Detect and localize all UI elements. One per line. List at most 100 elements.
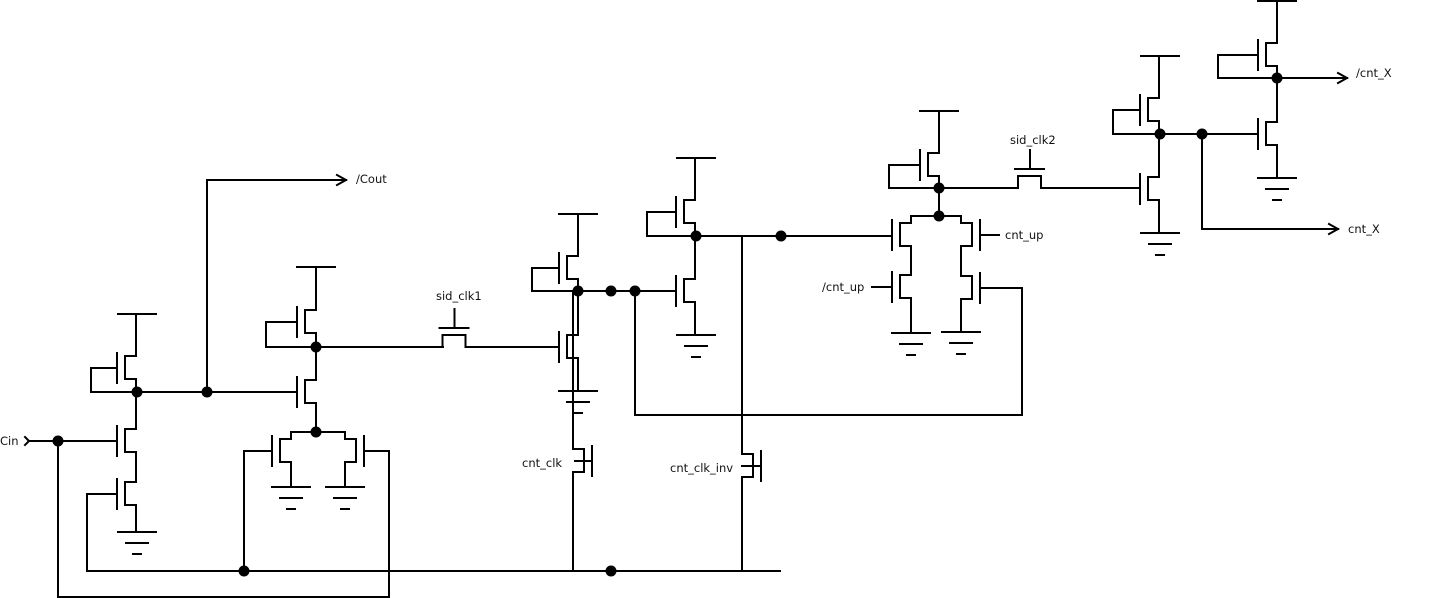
channel: [741, 235, 754, 572]
junction-dot: [131, 386, 143, 398]
ground-icon: [676, 334, 716, 358]
junction-dot: [933, 182, 945, 194]
channel: [572, 290, 585, 572]
pass-transistor: [438, 308, 470, 348]
junction-dot: [1154, 128, 1166, 140]
label-cnt-x-n: /cnt_X: [1356, 66, 1392, 80]
transistor-stage4: [675, 235, 696, 336]
cout-wire: [206, 179, 347, 393]
channel: [1265, 77, 1278, 179]
label-sid-clk1: sid_clk1: [436, 289, 482, 303]
channel: [124, 391, 137, 468]
channel: [566, 290, 579, 392]
label-cnt-clk-inv: cnt_clk_inv: [670, 461, 733, 475]
devices: [116, 0, 1297, 572]
ground-icon: [1140, 232, 1180, 256]
junction-dot: [310, 426, 322, 438]
channel: [279, 431, 292, 488]
channel: [1017, 175, 1042, 189]
label-sid-clk2: sid_clk2: [1010, 133, 1056, 147]
load-transistor-1: [116, 313, 137, 393]
transistor-cin: [116, 391, 137, 468]
channel: [344, 431, 357, 488]
transistor-parallel-left: [271, 431, 292, 488]
channel: [683, 235, 696, 336]
channel: [927, 110, 940, 189]
ground-icon: [558, 390, 598, 414]
transistor-stage2: [296, 346, 317, 433]
load-transistor-2: [296, 266, 317, 348]
channel: [304, 266, 317, 348]
channel: [566, 213, 579, 292]
junction-dot: [605, 565, 617, 577]
junction-dot: [690, 230, 702, 242]
bottom-bus-wire: [86, 493, 781, 572]
load-transistor-4: [675, 157, 696, 237]
junction-dot: [933, 210, 945, 222]
junction-dot: [1196, 128, 1208, 140]
junction-dot: [629, 285, 641, 297]
load-transistor-3: [558, 213, 579, 292]
load-feedback: [646, 211, 697, 237]
channel: [441, 334, 467, 348]
load-feedback: [531, 267, 579, 292]
ground-icon: [941, 331, 981, 355]
load-transistor-6: [1139, 55, 1160, 135]
ground-icon: [325, 486, 365, 510]
output-arrow-icon: [335, 173, 349, 187]
channel: [683, 157, 696, 237]
output-arrow-icon: [1336, 71, 1350, 85]
junction-nodes: [52, 72, 1283, 577]
load-feedback: [265, 321, 317, 348]
transistor-feedback-1: [116, 466, 137, 533]
channel: [1147, 133, 1160, 234]
load-feedback: [888, 164, 940, 189]
transistor-mux-left-upper: [891, 215, 912, 271]
load-feedback: [1217, 54, 1278, 79]
junction-dot: [238, 565, 250, 577]
junction-dot: [775, 230, 787, 242]
transistor-stage3: [558, 290, 579, 392]
label-cnt-up-n: /cnt_up: [822, 280, 864, 294]
signal-labels: Cin /Cout sid_clk1 sid_clk2 cnt_clk cnt_…: [0, 66, 1392, 475]
transistor-mux-right-lower: [960, 269, 981, 333]
channel: [1147, 55, 1160, 135]
channel: [124, 313, 137, 393]
junction-dot: [310, 341, 322, 353]
transistor-parallel-right: [344, 431, 365, 488]
cin-loop-wire: [57, 440, 390, 598]
transistor-cnt-clk: [572, 290, 593, 572]
load-transistor-5: [919, 110, 940, 189]
load-feedback: [90, 367, 138, 393]
pass-transistor: [1014, 149, 1045, 189]
ground-icon: [1257, 177, 1297, 201]
junction-dot: [1271, 72, 1283, 84]
junction-dot: [572, 285, 584, 297]
ground-icon: [271, 486, 311, 510]
transistor-cnt-up: [960, 215, 981, 271]
wires: [23, 54, 1350, 598]
channel: [899, 269, 912, 334]
loop-wire: [634, 287, 1023, 416]
channel: [304, 346, 317, 433]
ground-icon: [117, 531, 157, 555]
channel: [1265, 0, 1278, 79]
transistor-stage7: [1257, 77, 1278, 179]
label-cin: Cin: [0, 434, 19, 448]
transistor-cnt-up-n: [891, 269, 912, 334]
channel: [899, 215, 912, 271]
channel: [960, 269, 973, 333]
junction-dot: [52, 435, 64, 447]
transistor-cnt-clk-inv: [741, 235, 762, 572]
label-cnt-x: cnt_X: [1348, 222, 1380, 236]
channel: [960, 215, 973, 271]
transistor-stage6: [1139, 133, 1160, 234]
parallel-left-gate-wire: [243, 450, 273, 572]
cnt-x-wire: [1201, 133, 1339, 230]
channel: [124, 466, 137, 533]
label-cnt-clk: cnt_clk: [522, 456, 562, 470]
label-cnt-up: cnt_up: [1005, 228, 1043, 242]
load-transistor-7: [1257, 0, 1278, 79]
label-cout-n: /Cout: [356, 172, 387, 186]
